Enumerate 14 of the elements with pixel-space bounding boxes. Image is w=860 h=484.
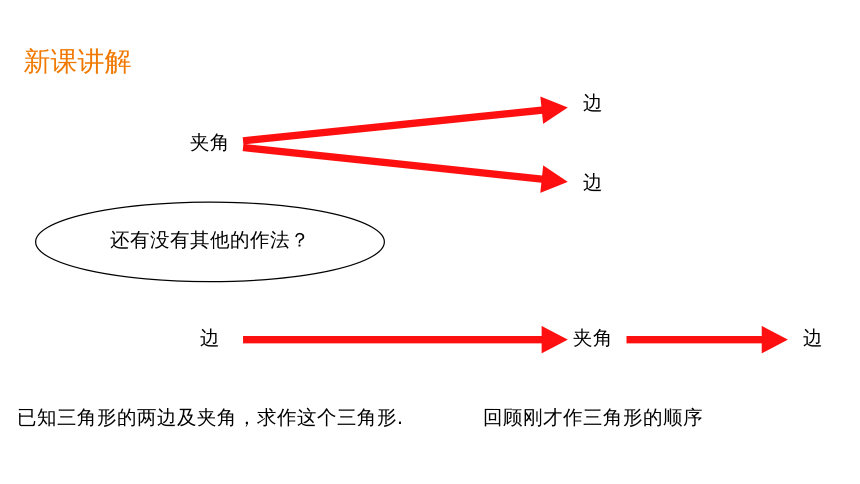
label: 已知三角形的两边及夹角，求作这个三角形. xyxy=(16,405,404,428)
diagram-title: 新课讲解 xyxy=(23,46,132,77)
node-text: 边 xyxy=(803,326,824,349)
node-text: 夹角 xyxy=(573,326,614,349)
node-text: 边 xyxy=(200,326,220,349)
arrow xyxy=(242,96,568,144)
node-ellipse: 还有没有其他的作法？ xyxy=(35,201,385,282)
arrow xyxy=(626,325,788,353)
node-text: 边 xyxy=(583,170,604,194)
arrow xyxy=(243,325,568,353)
arrow xyxy=(242,143,568,192)
node-text: 夹角 xyxy=(190,130,230,154)
label: 回顾刚才作三角形的顺序 xyxy=(483,405,704,428)
node-text: 边 xyxy=(583,91,604,114)
